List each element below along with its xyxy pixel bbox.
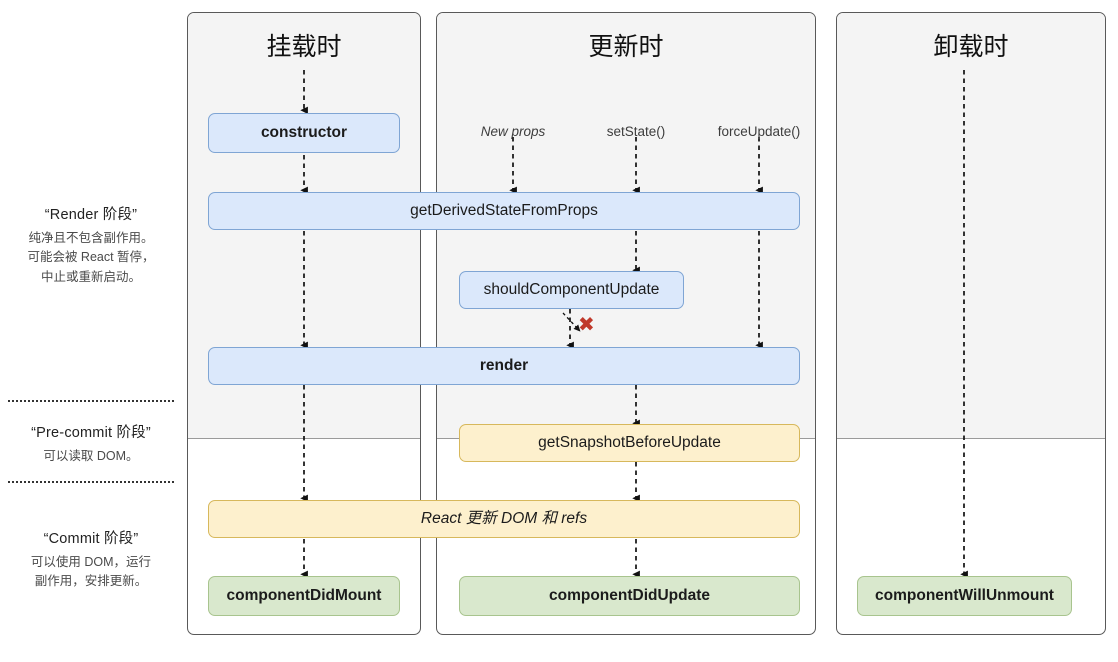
column-unmounting-render-phase-bg bbox=[837, 13, 1105, 439]
column-mounting: 挂载时 bbox=[187, 12, 421, 635]
legend-precommit-phase: “Pre-commit 阶段” 可以读取 DOM。 bbox=[0, 421, 182, 466]
node-get-derived-state-from-props[interactable]: getDerivedStateFromProps bbox=[208, 192, 800, 230]
legend-commit-phase-desc: 可以使用 DOM，运行 副作用，安排更新。 bbox=[0, 553, 182, 592]
trigger-force-update: forceUpdate() bbox=[717, 124, 801, 139]
node-component-did-mount[interactable]: componentDidMount bbox=[208, 576, 400, 616]
legend-precommit-phase-desc: 可以读取 DOM。 bbox=[0, 447, 182, 466]
trigger-set-state: setState() bbox=[606, 124, 666, 139]
node-component-will-unmount[interactable]: componentWillUnmount bbox=[857, 576, 1072, 616]
legend-commit-line-2: 副作用，安排更新。 bbox=[34, 574, 148, 589]
node-react-updates-dom-and-refs[interactable]: React 更新 DOM 和 refs bbox=[208, 500, 800, 538]
node-should-component-update[interactable]: shouldComponentUpdate bbox=[459, 271, 684, 309]
column-unmounting-title: 卸载时 bbox=[933, 33, 1009, 61]
legend-render-phase-desc: 纯净且不包含副作用。 可能会被 React 暂停， 中止或重新启动。 bbox=[0, 229, 182, 287]
trigger-new-props: New props bbox=[480, 124, 546, 139]
node-render[interactable]: render bbox=[208, 347, 800, 385]
column-mounting-title: 挂载时 bbox=[266, 33, 342, 61]
legend-render-line-2: 可能会被 React 暂停， bbox=[27, 250, 155, 265]
column-updating-title: 更新时 bbox=[588, 33, 664, 61]
node-constructor[interactable]: constructor bbox=[208, 113, 400, 153]
legend-render-phase: “Render 阶段” 纯净且不包含副作用。 可能会被 React 暂停， 中止… bbox=[0, 203, 182, 287]
skip-update-x-icon: ✖ bbox=[578, 314, 595, 336]
legend-commit-line-1: 可以使用 DOM，运行 bbox=[30, 555, 152, 569]
legend-render-line-3: 中止或重新启动。 bbox=[40, 269, 141, 284]
legend-commit-phase: “Commit 阶段” 可以使用 DOM，运行 副作用，安排更新。 bbox=[0, 527, 182, 592]
legend-render-phase-title: “Render 阶段” bbox=[44, 207, 138, 223]
legend-precommit-phase-title: “Pre-commit 阶段” bbox=[31, 425, 151, 441]
legend-divider-top bbox=[8, 400, 174, 402]
column-unmounting: 卸载时 bbox=[836, 12, 1106, 635]
legend-commit-phase-title: “Commit 阶段” bbox=[43, 531, 139, 547]
legend-divider-bottom bbox=[8, 481, 174, 483]
node-component-did-update[interactable]: componentDidUpdate bbox=[459, 576, 800, 616]
column-updating: 更新时 bbox=[436, 12, 816, 635]
legend-render-line-1: 纯净且不包含副作用。 bbox=[28, 231, 154, 245]
legend-precommit-line-1: 可以读取 DOM。 bbox=[43, 449, 139, 463]
node-get-snapshot-before-update[interactable]: getSnapshotBeforeUpdate bbox=[459, 424, 800, 462]
